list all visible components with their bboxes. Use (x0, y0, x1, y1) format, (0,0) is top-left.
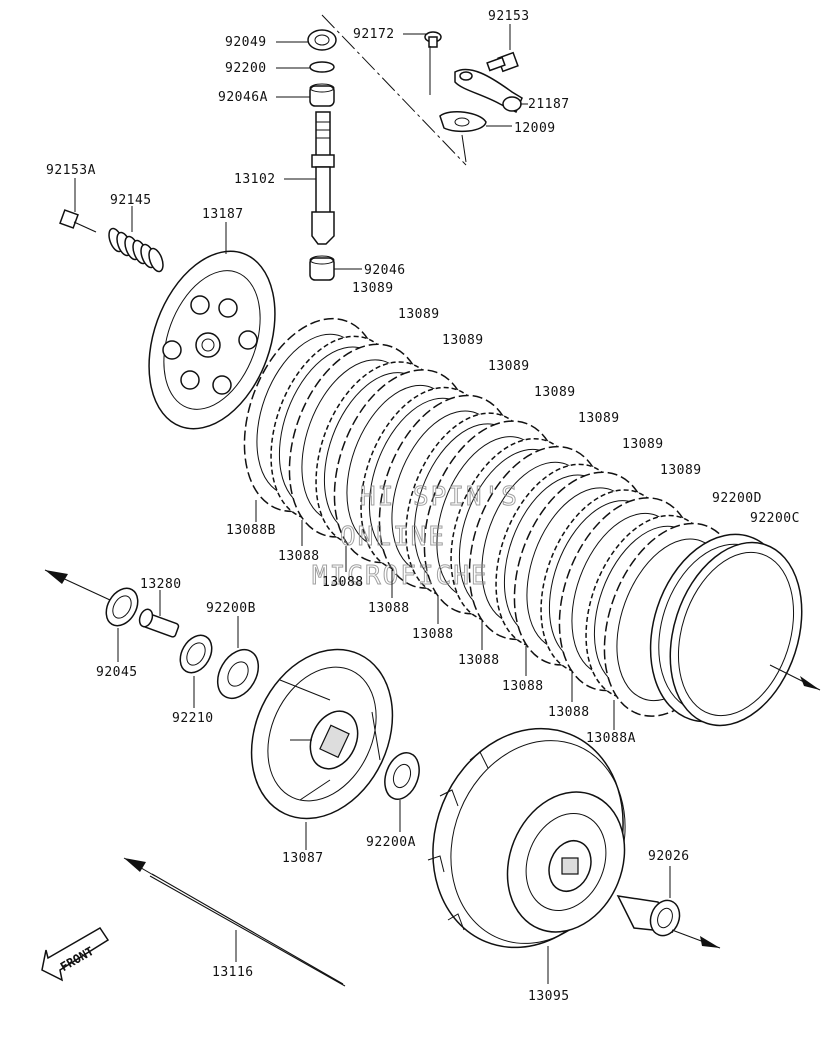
label-92045[interactable]: 92045 (96, 665, 138, 680)
label-13089-5[interactable]: 13089 (534, 385, 576, 400)
label-12009[interactable]: 12009 (514, 121, 556, 136)
part-92026-sleeve[interactable] (616, 895, 684, 940)
label-92046A[interactable]: 92046A (218, 90, 268, 105)
part-13116-pushrod[interactable] (149, 873, 346, 987)
watermark-line2: ONLINE (340, 522, 446, 552)
part-12009-plate[interactable] (439, 110, 487, 133)
watermark-line3: MICROFICHE (312, 561, 489, 591)
label-92210[interactable]: 92210 (172, 711, 214, 726)
watermark-line1: HI SPIN'S (360, 482, 519, 512)
label-92200C[interactable]: 92200C (750, 511, 800, 526)
label-92172[interactable]: 92172 (353, 27, 395, 42)
part-92153-bolt[interactable] (486, 51, 519, 73)
part-92049-seal[interactable] (307, 29, 337, 51)
part-92046A-bearing[interactable] (309, 85, 335, 107)
label-13089-7[interactable]: 13089 (622, 437, 664, 452)
label-13102[interactable]: 13102 (234, 172, 276, 187)
label-92200[interactable]: 92200 (225, 61, 267, 76)
label-13088-7[interactable]: 13088 (548, 705, 590, 720)
label-92200A[interactable]: 92200A (366, 835, 416, 850)
part-92145-spring[interactable] (106, 227, 165, 274)
part-13095-clutch-housing[interactable] (401, 700, 656, 977)
part-13087-clutch-hub[interactable] (225, 626, 419, 841)
part-92172-screw[interactable] (424, 31, 442, 48)
label-13088-6[interactable]: 13088 (502, 679, 544, 694)
label-13088B[interactable]: 13088B (226, 523, 276, 538)
part-13187-pressure-plate[interactable] (126, 234, 298, 447)
leader-lines (74, 24, 671, 984)
label-13116[interactable]: 13116 (212, 965, 254, 980)
front-direction-badge: FRONT (41, 926, 110, 982)
watermark: HI SPIN'S ONLINE MICROFICHE (312, 482, 519, 592)
label-92145[interactable]: 92145 (110, 193, 152, 208)
label-92200D[interactable]: 92200D (712, 491, 762, 506)
part-92045-bearing[interactable] (100, 583, 144, 632)
label-21187[interactable]: 21187 (528, 97, 570, 112)
label-92049[interactable]: 92049 (225, 35, 267, 50)
label-92026[interactable]: 92026 (648, 849, 690, 864)
label-13089-1[interactable]: 13089 (352, 281, 394, 296)
spring-bolt-group (59, 209, 165, 274)
label-13088-2[interactable]: 13088 (322, 575, 364, 590)
part-92153A-bolt[interactable] (59, 209, 97, 233)
label-92153A[interactable]: 92153A (46, 163, 96, 178)
label-13280[interactable]: 13280 (140, 577, 182, 592)
label-13089-6[interactable]: 13089 (578, 411, 620, 426)
lever-group (424, 31, 523, 163)
label-92200B[interactable]: 92200B (206, 601, 256, 616)
part-92200-washer[interactable] (309, 61, 335, 73)
release-shaft-group (307, 14, 467, 281)
part-labels: 92049 92200 92046A 92172 92153 21187 120… (46, 9, 800, 1004)
part-13102-shaft[interactable] (311, 111, 335, 245)
part-92210-nut[interactable] (174, 630, 218, 679)
label-13088-1[interactable]: 13088 (278, 549, 320, 564)
part-92200A-washer[interactable] (379, 748, 425, 804)
label-13089-2[interactable]: 13089 (398, 307, 440, 322)
axis-left-arrow (44, 569, 111, 601)
label-13088-4[interactable]: 13088 (412, 627, 454, 642)
label-13089-4[interactable]: 13089 (488, 359, 530, 374)
label-13088-3[interactable]: 13088 (368, 601, 410, 616)
label-13095[interactable]: 13095 (528, 989, 570, 1004)
label-13187[interactable]: 13187 (202, 207, 244, 222)
label-13087[interactable]: 13087 (282, 851, 324, 866)
part-13280-collar[interactable] (137, 607, 180, 638)
label-13089-8[interactable]: 13089 (660, 463, 702, 478)
label-13088-5[interactable]: 13088 (458, 653, 500, 668)
label-92153[interactable]: 92153 (488, 9, 530, 24)
part-92046-bearing[interactable] (309, 257, 335, 281)
part-92200B-lockwasher[interactable] (209, 642, 266, 705)
label-13089-3[interactable]: 13089 (442, 333, 484, 348)
label-13088A[interactable]: 13088A (586, 731, 636, 746)
part-92200C-seat-ring[interactable] (648, 525, 824, 742)
label-92046[interactable]: 92046 (364, 263, 406, 278)
